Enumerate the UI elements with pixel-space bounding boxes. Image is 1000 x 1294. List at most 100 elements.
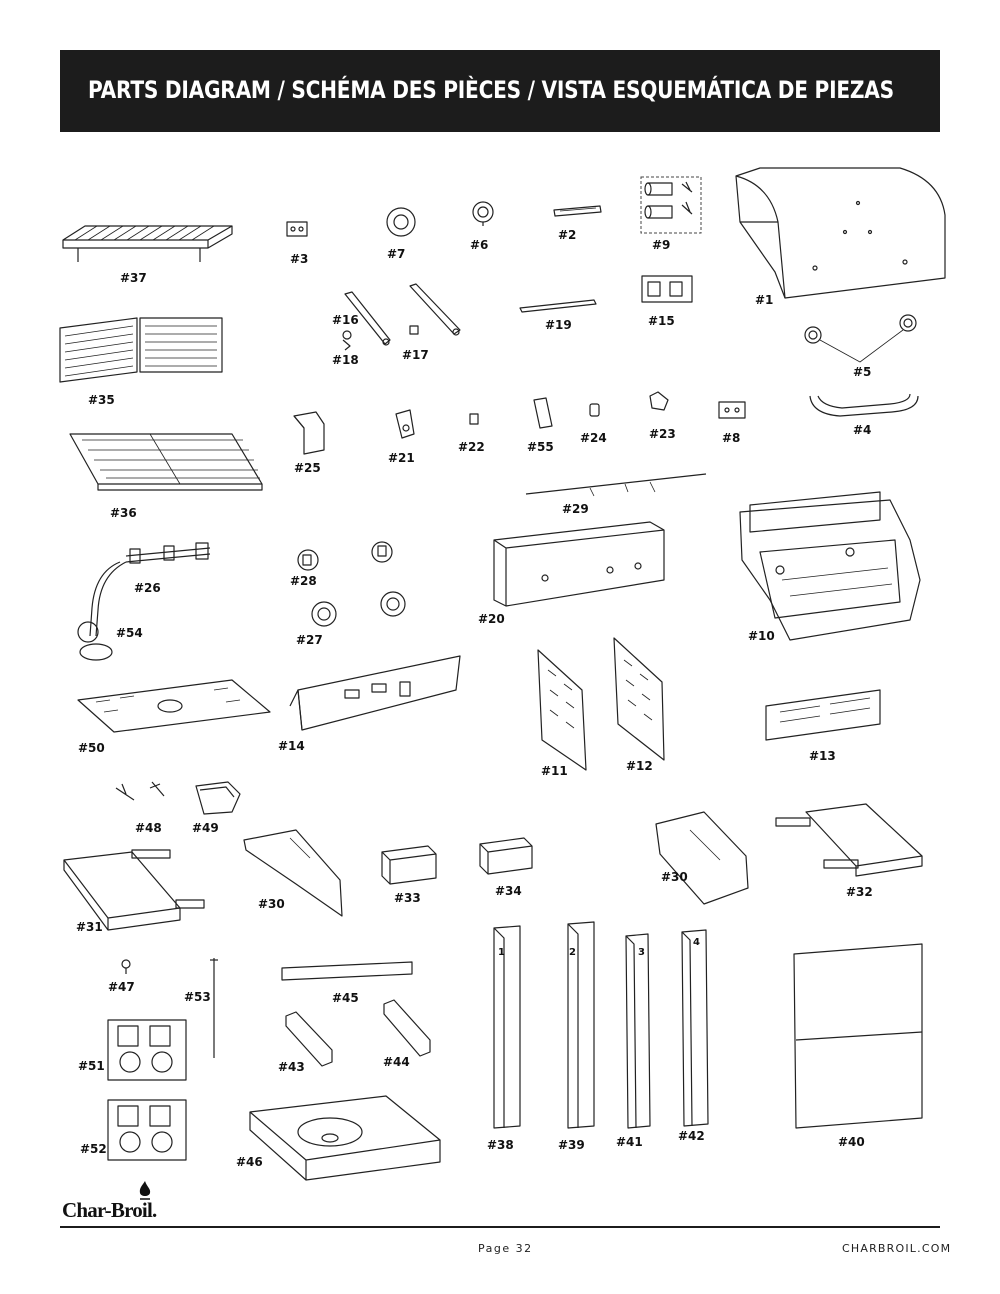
part-40-door-panel: [793, 943, 923, 1129]
label-part-29: #29: [562, 502, 589, 516]
part-2-logo-plate: [553, 205, 602, 217]
part-34-cover: [479, 837, 533, 875]
part-54-regulator-hose: [77, 561, 127, 661]
part-11-side-panel-left: [537, 649, 587, 771]
label-part-50: #50: [78, 741, 105, 755]
part-19-heat-shield: [519, 299, 597, 313]
part-18-electrode: [342, 330, 352, 351]
label-part-36: #36: [110, 506, 137, 520]
label-part-35: #35: [88, 393, 115, 407]
part-38-leg: [493, 925, 521, 1129]
part-47-bolt: [121, 959, 131, 974]
label-part-18: #18: [332, 353, 359, 367]
part-8-bracket: [718, 401, 746, 419]
part-23-bracket: [649, 391, 669, 411]
label-part-39: #39: [558, 1138, 585, 1152]
label-part-15: #15: [648, 314, 675, 328]
part-4-lid-handle: [809, 393, 919, 417]
label-part-45: #45: [332, 991, 359, 1005]
part-6-thermometer: [472, 201, 494, 226]
part-31-side-shelf: [63, 849, 205, 931]
part-9-hinge-kit: [640, 176, 702, 234]
part-27-control-knob: [311, 591, 406, 627]
label-part-41: #41: [616, 1135, 643, 1149]
part-37-warming-rack: [62, 225, 233, 262]
label-part-33: #33: [394, 891, 421, 905]
label-part-16: #16: [332, 313, 359, 327]
label-part-49: #49: [192, 821, 219, 835]
part-20-control-panel: [493, 521, 665, 607]
label-part-48: #48: [135, 821, 162, 835]
brand-logo: Char-Broil.: [62, 1198, 157, 1222]
part-36-cooking-grates: [69, 433, 263, 491]
label-part-23: #23: [649, 427, 676, 441]
part-50-bottom-tray: [77, 679, 271, 733]
label-part-9: #9: [652, 238, 670, 252]
label-part-24: #24: [580, 431, 607, 445]
part-46-base-tray: [249, 1095, 441, 1181]
part-29-ignition-wire: [525, 473, 707, 497]
label-part-32: #32: [846, 885, 873, 899]
leg-number-4: 4: [693, 937, 700, 948]
label-part-13: #13: [809, 749, 836, 763]
part-7-knob: [386, 207, 416, 237]
part-51-locking-casters: [107, 1019, 187, 1081]
part-1-lid: [735, 167, 946, 299]
part-32-side-shelf: [775, 803, 923, 877]
part-28-valve-knob: [297, 541, 393, 571]
label-part-37: #37: [120, 271, 147, 285]
website-url: CHARBROIL.COM: [842, 1242, 952, 1255]
page-title: PARTS DIAGRAM / SCHÉMA DES PIÈCES / VIST…: [88, 76, 894, 104]
label-part-44: #44: [383, 1055, 410, 1069]
label-part-22: #22: [458, 440, 485, 454]
part-17-igniter-tube: [409, 283, 461, 336]
label-part-27: #27: [296, 633, 323, 647]
part-13-front-panel: [765, 689, 881, 741]
label-part-30-left: #30: [258, 897, 285, 911]
part-45-crossbar: [281, 961, 413, 981]
label-part-8: #8: [722, 431, 740, 445]
part-12-side-panel-right: [613, 637, 665, 761]
label-part-5: #5: [853, 365, 871, 379]
label-part-19: #19: [545, 318, 572, 332]
part-48-hardware: [115, 781, 165, 801]
label-part-38: #38: [487, 1138, 514, 1152]
label-part-3: #3: [290, 252, 308, 266]
part-25-heat-tent: [293, 411, 325, 455]
part-15-hinge-brackets: [641, 275, 693, 303]
part-14-rear-panel: [289, 655, 461, 731]
part-33-cover: [381, 845, 437, 885]
part-39-leg: [567, 921, 595, 1129]
label-part-1: #1: [755, 293, 773, 307]
label-part-11: #11: [541, 764, 568, 778]
header-bar: PARTS DIAGRAM / SCHÉMA DES PIÈCES / VIST…: [60, 50, 940, 132]
label-part-34: #34: [495, 884, 522, 898]
label-part-55: #55: [527, 440, 554, 454]
part-43-leg-brace: [285, 1011, 333, 1067]
label-part-46: #46: [236, 1155, 263, 1169]
label-part-2: #2: [558, 228, 576, 242]
label-part-7: #7: [387, 247, 405, 261]
part-3-bracket: [286, 221, 308, 237]
label-part-20: #20: [478, 612, 505, 626]
label-part-21: #21: [388, 451, 415, 465]
part-42-leg: [681, 929, 709, 1127]
label-part-52: #52: [80, 1142, 107, 1156]
label-part-51: #51: [78, 1059, 105, 1073]
part-21-igniter: [395, 409, 415, 439]
leg-number-3: 3: [638, 947, 645, 958]
brand-flame-icon: [139, 1181, 151, 1200]
part-30-shelf-bracket-right: [655, 811, 749, 905]
part-24-fitting: [589, 403, 600, 417]
label-part-4: #4: [853, 423, 871, 437]
label-part-54: #54: [116, 626, 143, 640]
label-part-14: #14: [278, 739, 305, 753]
footer-divider: [60, 1226, 940, 1228]
part-30-shelf-bracket-left: [243, 829, 343, 917]
part-44-leg-brace: [383, 999, 431, 1057]
label-part-43: #43: [278, 1060, 305, 1074]
part-22-clip: [469, 413, 479, 425]
label-part-25: #25: [294, 461, 321, 475]
label-part-53: #53: [184, 990, 211, 1004]
